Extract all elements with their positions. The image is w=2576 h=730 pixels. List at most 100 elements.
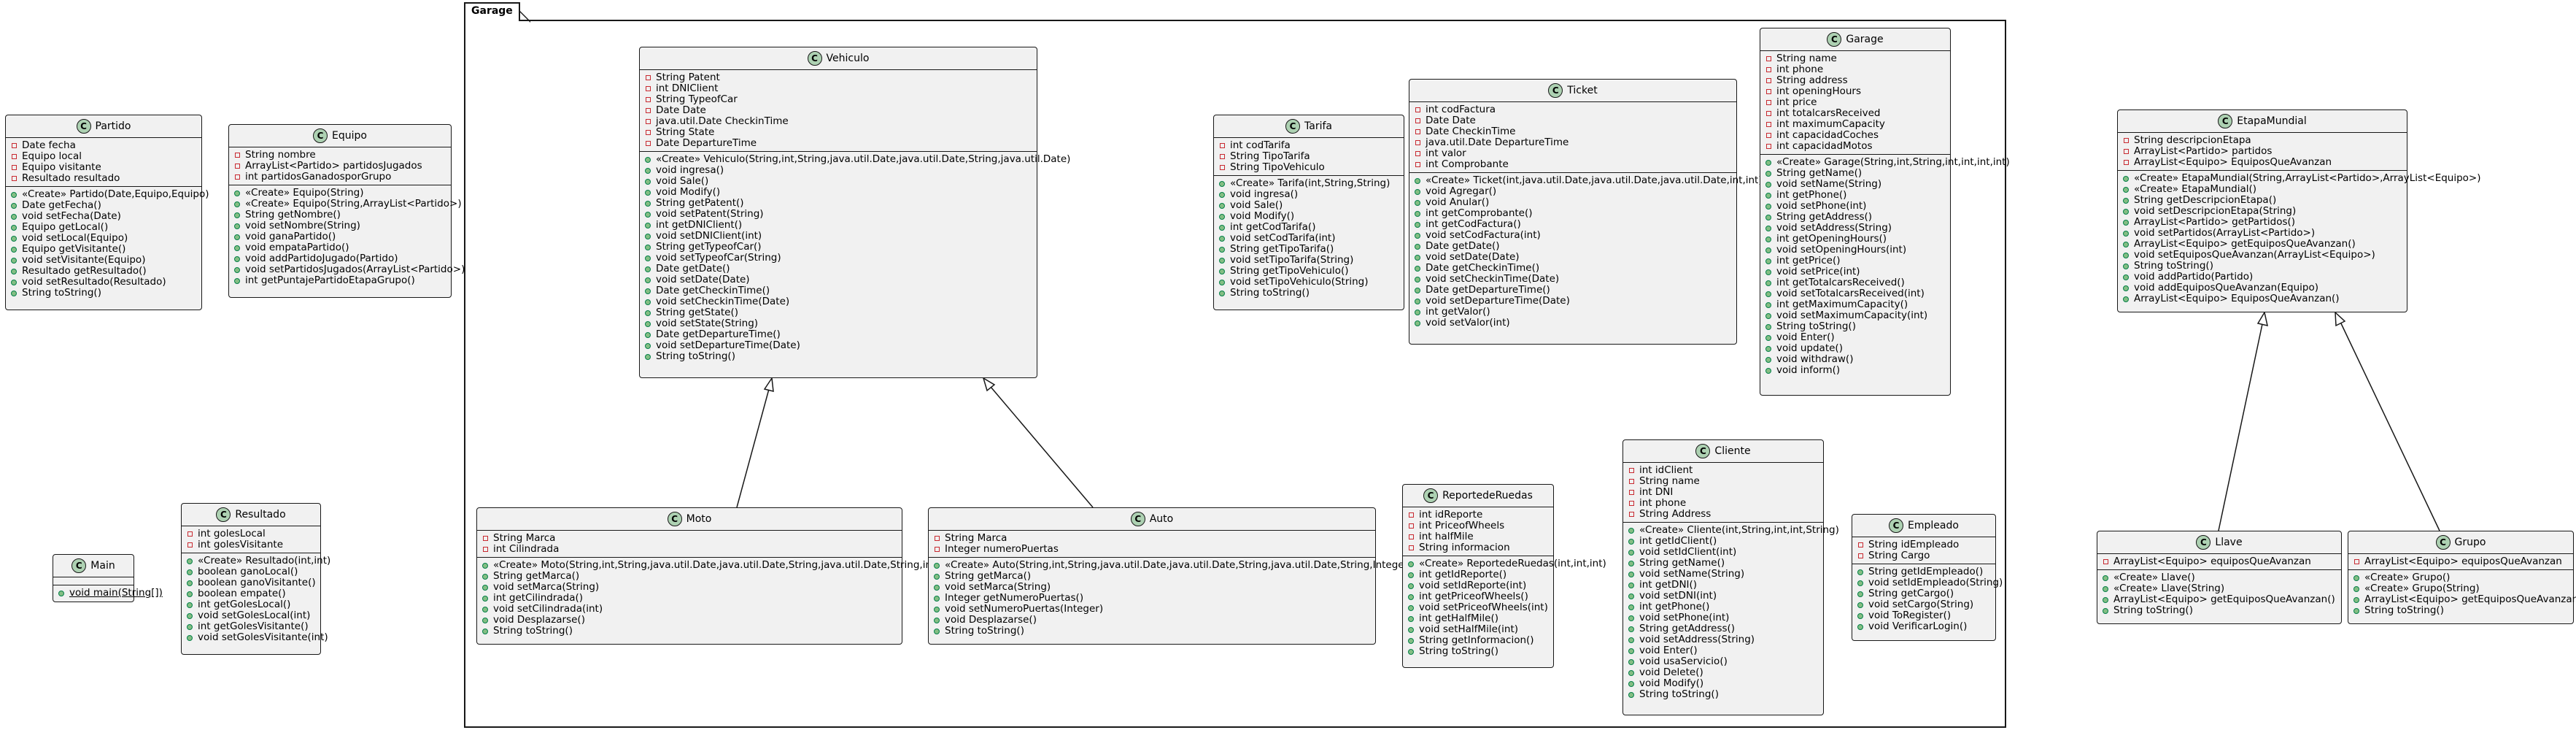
private-square-icon xyxy=(2123,160,2129,165)
field-row: int halfMile xyxy=(1407,531,1549,542)
public-visibility-icon xyxy=(186,634,193,641)
public-visibility-icon xyxy=(1765,345,1772,352)
method-text: ArrayList<Equipo> getEquiposQueAvanzan() xyxy=(2364,593,2576,605)
public-circle-icon xyxy=(2103,585,2108,592)
public-visibility-icon xyxy=(233,212,241,218)
field-text: String Cargo xyxy=(1868,550,1930,561)
public-circle-icon xyxy=(645,200,651,207)
public-visibility-icon xyxy=(186,612,193,619)
field-text: String name xyxy=(1776,53,1837,64)
method-row: void setPrice(int) xyxy=(1765,266,1946,277)
method-row: String getName() xyxy=(1765,168,1946,179)
fields-section: ArrayList<Equipo> equiposQueAvanzan xyxy=(2348,554,2573,569)
method-text: void setDepartureTime(Date) xyxy=(1426,295,1570,307)
class-c-icon: C xyxy=(2435,535,2451,550)
method-row: void Sale() xyxy=(644,176,1032,187)
field-row: String TypeofCar xyxy=(644,94,1032,105)
method-text: boolean ganoLocal() xyxy=(198,566,298,577)
public-visibility-icon xyxy=(933,617,940,623)
methods-section: String getIdEmpleado()void setIdEmpleado… xyxy=(1852,564,2003,634)
class-name: Moto xyxy=(686,512,712,525)
public-visibility-icon xyxy=(2122,175,2130,182)
private-visibility-icon xyxy=(1414,107,1421,112)
public-visibility-icon xyxy=(233,201,241,207)
public-visibility-icon xyxy=(1407,604,1415,611)
public-visibility-icon xyxy=(1414,276,1421,283)
method-row: «Create» Equipo(String,ArrayList<Partido… xyxy=(233,199,462,210)
private-square-icon xyxy=(234,174,240,180)
public-visibility-icon xyxy=(1765,181,1772,188)
method-row: String getDescripcionEtapa() xyxy=(2122,195,2402,206)
public-circle-icon xyxy=(1219,191,1225,198)
class-c-icon: C xyxy=(1827,32,1842,47)
public-circle-icon xyxy=(1415,320,1420,326)
method-row: void Enter() xyxy=(1765,332,1946,343)
edge-auto-vehiculo xyxy=(990,386,1094,508)
public-visibility-icon xyxy=(1407,648,1415,655)
public-visibility-icon xyxy=(1765,159,1772,166)
private-square-icon xyxy=(1857,553,1863,558)
field-row: String Patent xyxy=(644,72,1032,83)
public-circle-icon xyxy=(645,178,651,185)
public-circle-icon xyxy=(1219,268,1225,274)
field-text: int DNI xyxy=(1639,486,1674,498)
method-text: void setAddress(String) xyxy=(1639,634,1755,645)
public-circle-icon xyxy=(645,320,651,327)
public-visibility-icon xyxy=(1414,210,1421,217)
methods-section: «Create» Llave()«Create» Llave(String)Ar… xyxy=(2097,569,2341,618)
method-text: String getNombre() xyxy=(245,209,341,220)
public-circle-icon xyxy=(645,222,651,228)
method-row: void setDate(Date) xyxy=(644,274,1032,285)
public-visibility-icon xyxy=(1857,623,1864,630)
public-circle-icon xyxy=(1765,356,1771,363)
private-square-icon xyxy=(1408,545,1414,550)
method-text: int getPhone() xyxy=(1639,601,1710,612)
public-circle-icon xyxy=(1628,527,1634,534)
method-text: int getIdReporte() xyxy=(1419,569,1507,580)
public-circle-icon xyxy=(934,595,940,602)
method-row: void main(String[]) xyxy=(58,588,163,599)
method-row: void update() xyxy=(1765,343,1946,354)
public-circle-icon xyxy=(645,156,651,163)
field-row: java.util.Date CheckinTime xyxy=(644,116,1032,127)
public-visibility-icon xyxy=(1628,680,1635,687)
method-text: String getMarca() xyxy=(493,570,580,582)
method-text: «Create» Llave() xyxy=(2113,572,2195,583)
private-square-icon xyxy=(234,164,240,169)
public-circle-icon xyxy=(934,617,940,623)
public-circle-icon xyxy=(234,277,240,284)
public-circle-icon xyxy=(1765,192,1771,199)
public-visibility-icon xyxy=(1218,235,1226,242)
method-text: int getIdClient() xyxy=(1639,535,1717,547)
public-visibility-icon xyxy=(2122,252,2130,258)
private-visibility-icon xyxy=(1414,118,1421,123)
public-circle-icon xyxy=(1628,669,1634,676)
method-row: boolean ganoLocal() xyxy=(186,566,316,577)
method-row: void setMarca(String) xyxy=(481,582,897,593)
package-garage: Garage xyxy=(464,2,2006,728)
class-c-icon: C xyxy=(1695,444,1711,458)
public-visibility-icon xyxy=(1218,279,1226,285)
method-row: void Modify() xyxy=(1218,211,1399,222)
method-row: void setName(String) xyxy=(1765,179,1946,190)
methods-section: «Create» Ticket(int,java.util.Date,java.… xyxy=(1409,172,1763,331)
method-row: void setGolesVisitante(int) xyxy=(186,632,328,643)
method-row: void addEquiposQueAvanzan(Equipo) xyxy=(2122,283,2402,293)
private-square-icon xyxy=(11,154,17,159)
public-circle-icon xyxy=(1765,247,1771,253)
public-visibility-icon xyxy=(481,617,489,623)
method-row: boolean empate() xyxy=(186,588,316,599)
private-square-icon xyxy=(645,97,651,102)
field-row: ArrayList<Equipo> equiposQueAvanzan xyxy=(2353,556,2569,567)
public-circle-icon xyxy=(1408,583,1414,589)
private-square-icon xyxy=(645,141,651,146)
public-visibility-icon xyxy=(2353,585,2360,592)
private-visibility-icon xyxy=(644,141,651,146)
private-visibility-icon xyxy=(1414,151,1421,156)
method-text: void Sale() xyxy=(656,175,709,187)
